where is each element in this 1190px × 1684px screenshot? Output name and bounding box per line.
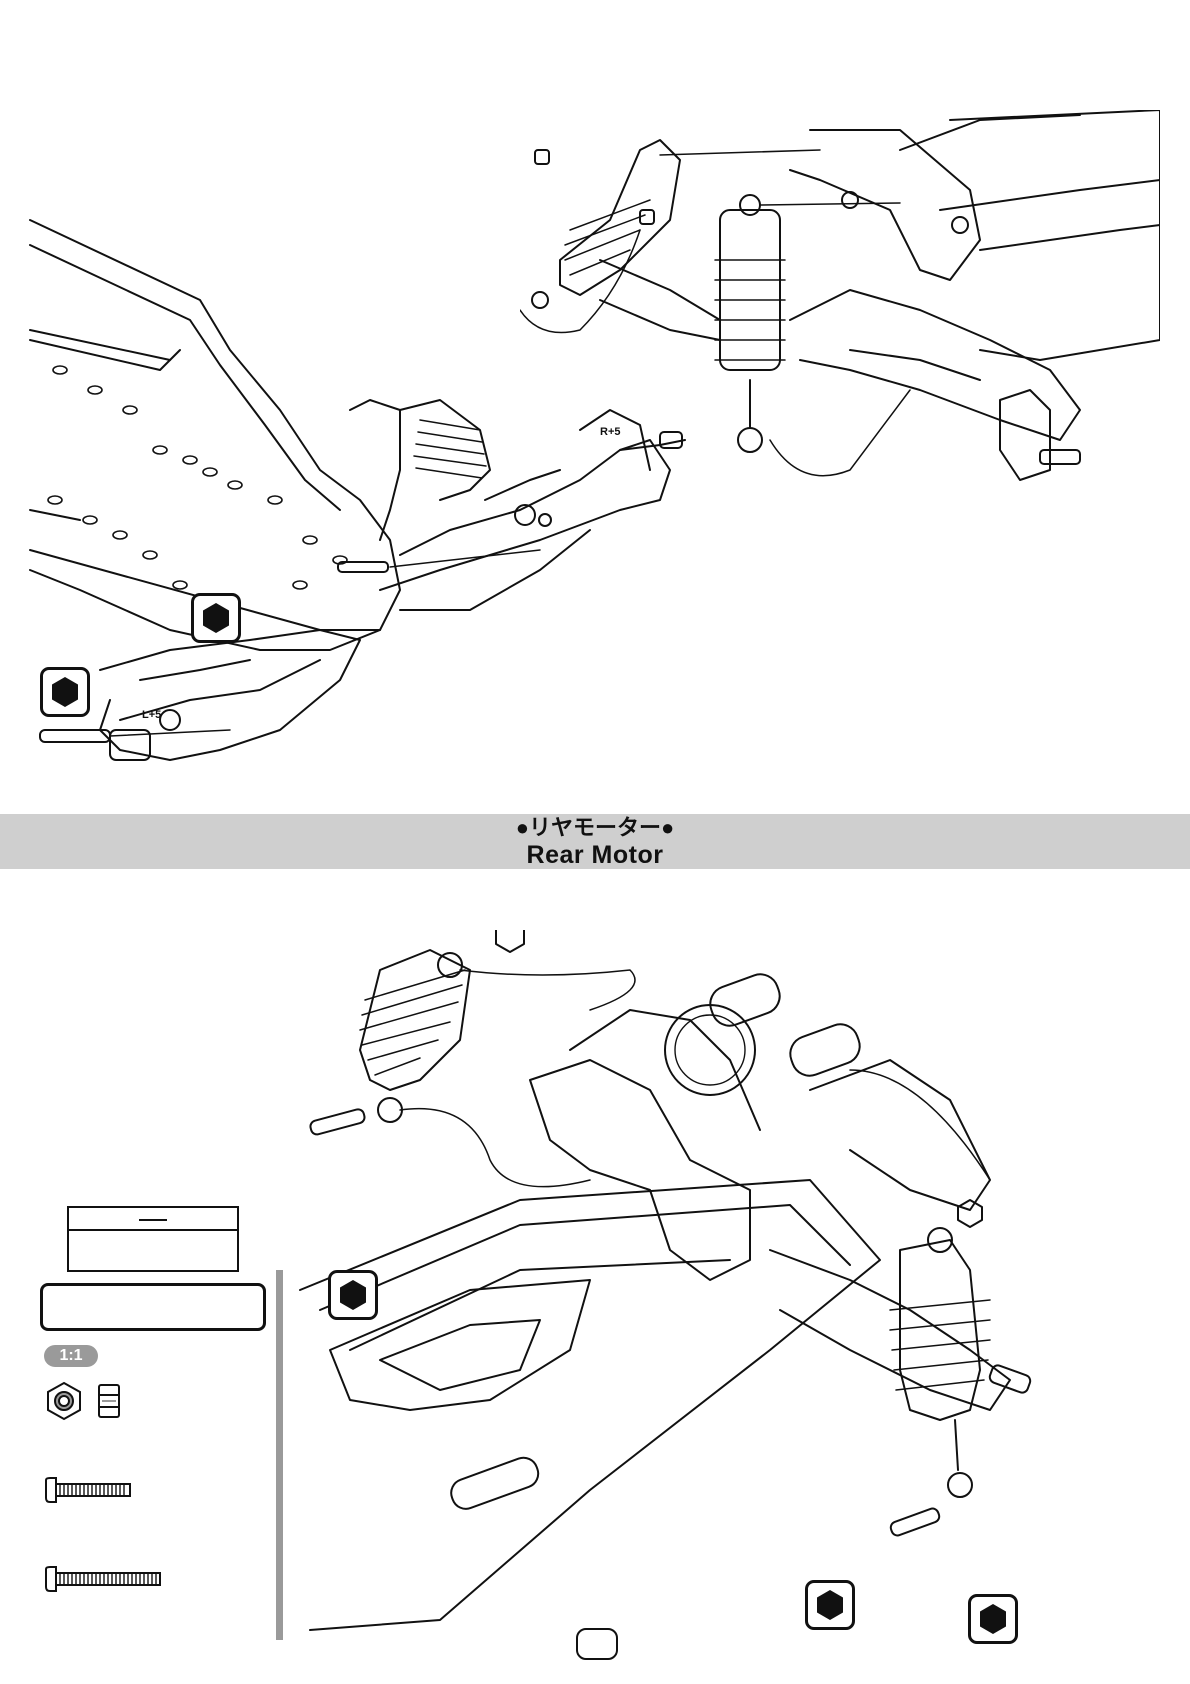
hex-wrench-badge-3 [328,1270,378,1320]
button-head-screw-short-icon [44,1476,134,1506]
parts-panel-divider [276,1270,283,1640]
parts-bag-dash [139,1219,167,1221]
hex-wrench-badge-1 [191,593,241,643]
hex-wrench-badge-4 [805,1580,855,1630]
parts-bag-divider [69,1229,237,1231]
hex-wrench-icon [49,676,81,708]
scale-badge: 1:1 [44,1345,98,1367]
button-head-screw-long-icon [44,1565,164,1595]
hex-wrench-badge-5 [968,1594,1018,1644]
hex-wrench-icon [337,1279,369,1311]
rear-motor-assembly-illustration [290,930,1090,1650]
section-title-en: Rear Motor [527,841,664,869]
hex-wrench-icon [200,602,232,634]
hex-wrench-badge-2 [40,667,90,717]
rear-suspension-illustration [520,110,1160,530]
lock-nut-icon [44,1381,124,1421]
hex-wrench-icon [814,1589,846,1621]
section-banner: ●リヤモーター● Rear Motor [0,814,1190,869]
page-number-box [576,1628,618,1660]
parts-bag-box [67,1206,239,1272]
svg-text:L+5: L+5 [142,709,161,721]
parts-label-box [40,1283,266,1331]
hex-wrench-icon [977,1603,1009,1635]
section-title-jp: ●リヤモーター● [516,815,675,841]
